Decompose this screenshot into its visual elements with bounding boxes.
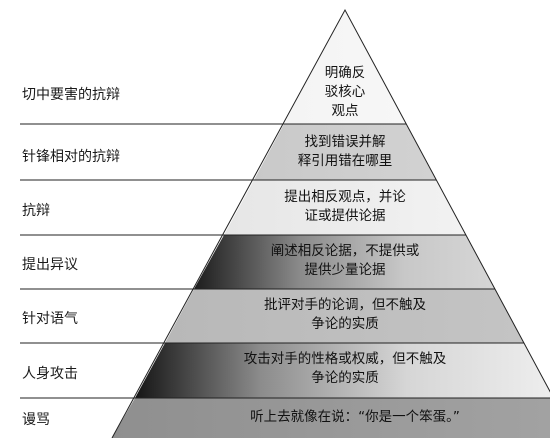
pyramid-level-3 (224, 180, 466, 235)
level-description-line: 提供少量论据 (304, 262, 386, 278)
level-label-3: 抗辩 (22, 203, 50, 219)
level-description-line: 释引用错在哪里 (297, 153, 393, 169)
level-label-5: 针对语气 (22, 311, 78, 327)
level-label-4: 提出异议 (22, 257, 78, 273)
level-description-line: 明确反 (324, 65, 366, 81)
level-label-1: 切中要害的抗辩 (22, 87, 120, 103)
level-description-4: 阐述相反论据，不提供或 提供少量论据 (230, 242, 460, 280)
pyramid-level-5 (165, 289, 524, 343)
level-description-line: 听上去就像在说：“你是一个笨蛋。” (250, 409, 460, 425)
level-description-line: 争论的实质 (311, 370, 379, 386)
level-description-line: 批评对手的论调，但不触及 (264, 297, 426, 313)
level-description-5: 批评对手的论调，但不触及 争论的实质 (215, 296, 475, 334)
pyramid-level-1 (284, 10, 406, 124)
level-description-line: 提出相反观点，并论 (284, 189, 406, 205)
level-description-line: 攻击对手的性格或权威，但不触及 (243, 351, 447, 367)
level-label-2: 针锋相对的抗辩 (22, 149, 120, 165)
level-description-6: 攻击对手的性格或权威，但不触及 争论的实质 (195, 350, 495, 388)
pyramid-level-6 (135, 343, 550, 398)
level-description-7: 听上去就像在说：“你是一个笨蛋。” (190, 408, 520, 427)
level-description-line: 观点 (331, 103, 359, 119)
level-description-line: 证或提供论据 (304, 208, 386, 224)
level-description-line: 驳核心 (324, 84, 366, 100)
level-description-line: 阐述相反论据，不提供或 (270, 243, 420, 259)
level-description-2: 找到错误并解 释引用错在哪里 (265, 133, 425, 171)
level-description-line: 找到错误并解 (304, 134, 386, 150)
level-description-3: 提出相反观点，并论 证或提供论据 (245, 188, 445, 226)
level-label-7: 谩骂 (22, 412, 50, 428)
pyramid-level-4 (194, 235, 495, 289)
level-label-6: 人身攻击 (22, 366, 78, 382)
level-description-line: 争论的实质 (311, 316, 379, 332)
pyramid-outline (111, 8, 550, 438)
level-description-1: 明确反 驳核心 观点 (300, 64, 390, 121)
separator-lines (20, 123, 550, 399)
pyramid-level-7 (112, 398, 550, 438)
pyramid-level-2 (254, 124, 436, 180)
